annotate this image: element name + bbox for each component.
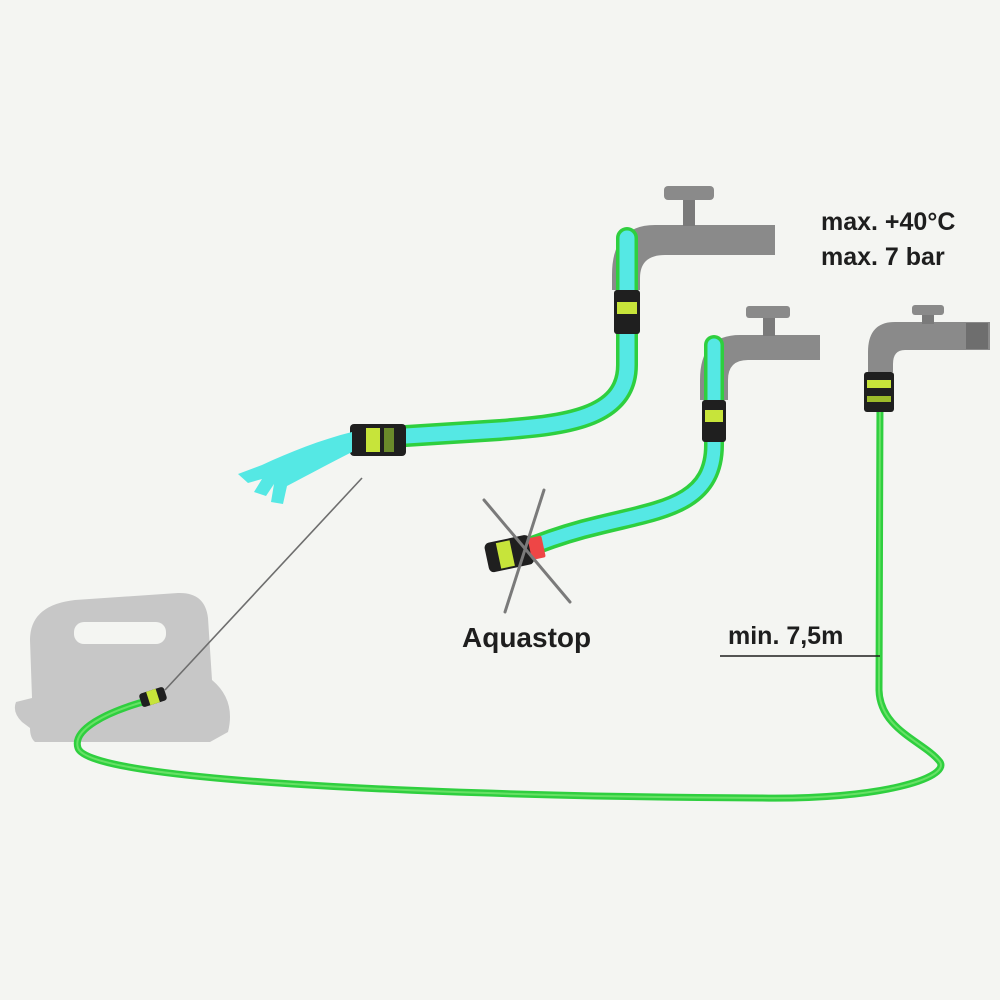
open-hose-connector [350, 424, 406, 456]
faucet-connector [864, 372, 894, 412]
faucet-icon [868, 305, 990, 372]
leader-line [164, 477, 363, 691]
min-hose-length-label: min. 7,5m [728, 622, 844, 650]
max-temperature-label: max. +40°C [821, 208, 956, 236]
device-inlet-connector [139, 687, 167, 707]
max-pressure-label: max. 7 bar [821, 243, 945, 271]
hose-coupling [614, 290, 640, 334]
water-spray [238, 432, 352, 504]
aquastop-label: Aquastop [462, 622, 592, 653]
hose-coupling [702, 400, 726, 442]
faucet-icon [700, 306, 820, 400]
faucet-icon [612, 186, 775, 290]
cross-mark-icon [482, 488, 572, 614]
pressure-washer-icon [14, 592, 230, 742]
